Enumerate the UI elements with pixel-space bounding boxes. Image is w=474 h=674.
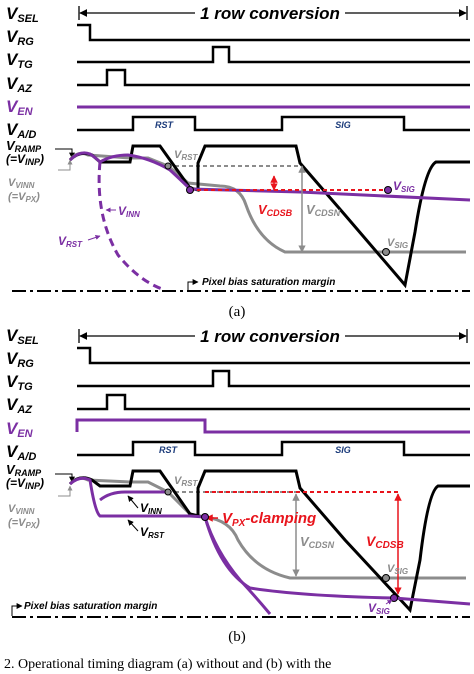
waveform-vrg-b [77,346,470,365]
label-vrg: VRG [6,27,34,48]
curve-vinn-purple [68,151,471,202]
waveform-vad [77,115,470,132]
label-vsig-gray-a: VSIG [387,237,408,250]
label-vvinn: VVINN [8,177,35,190]
label-vramp: VRAMP [6,138,42,154]
waveform-vtg-b [77,369,470,388]
label-vad-b: VA/D [6,442,36,463]
vinn-pointer-a [58,159,73,171]
saturation-margin-label-a: Pixel bias saturation margin [202,277,335,288]
ramp-pointer [55,148,75,159]
waveform-vsel [77,23,470,42]
sig-box-label: SIG [335,120,351,130]
curve-vinn-upper-b [99,490,165,502]
marker-vsig-gray-a [382,248,390,256]
ramp-pointer-b [55,473,75,483]
waveform-vad-b [77,440,470,457]
waveform-vtg [77,45,470,64]
marker-vrst-gray-b [164,488,172,496]
caption-b: (b) [228,629,246,645]
vinn-pointer-label-b [127,495,139,509]
saturation-margin-pointer-b [11,603,23,616]
label-vad: VA/D [6,120,36,141]
vrst-purple-pointer-a [87,235,101,241]
marker-vsig-gray-b [382,574,390,582]
label-vsig-purple-a: VSIG [393,179,415,194]
label-vsig-gray-b: VSIG [387,563,408,576]
waveform-vaz-b [77,393,470,411]
vinn-pointer-b [58,485,73,497]
label-vcdsn-b: VCDSN [300,534,335,550]
row-conversion-text-b: 1 row conversion [200,327,340,346]
marker-vrst-a [186,186,194,194]
label-vrg-b: VRG [6,349,34,370]
label-vrst-b: VRST [140,525,165,540]
label-ven: VEN [6,97,34,118]
caption-a: (a) [229,304,246,320]
label-vtg: VTG [6,50,33,71]
saturation-margin-pointer-a [187,279,199,290]
label-vsel: VSEL [6,4,39,25]
panel-a: VSEL VRG VTG VAZ VEN VA/D 1 row conversi… [6,4,471,320]
marker-vrst-gray-a [164,162,172,170]
label-vrst-gray-b: VRST [174,475,198,488]
row-conversion-bg-b [195,327,345,345]
label-vpx-clamping: VPX-clamping [222,510,316,529]
rst-box-label: RST [155,120,175,130]
label-vsig-purple-b: VSIG [368,601,390,616]
label-ven-b: VEN [6,419,34,440]
row-conversion-text: 1 row conversion [200,4,340,23]
label-vaz-b: VAZ [6,395,33,416]
curve-vpx-gray [68,151,466,254]
vsig-purple-pointer-b [385,599,393,605]
label-vramp-b: VRAMP [6,462,42,478]
label-vcdsb-b: VCDSB [366,533,404,551]
marker-vsig-a [384,186,392,194]
panel-b: VSEL VRG VTG VAZ VEN VA/D 1 row conversi… [6,326,471,645]
waveform-vaz [77,68,470,87]
row-conversion-bg [195,4,345,22]
rst-box-label-b: RST [159,445,179,455]
curve-vsig-purple-b [203,516,471,606]
label-vcdsb: VCDSB [258,202,293,218]
label-vaz: VAZ [6,74,33,95]
label-vrst-purple-a: VRST [58,234,83,249]
label-vsel-b: VSEL [6,326,39,347]
figure-caption-fragment: 2. Operational timing diagram (a) withou… [4,657,331,672]
waveform-ven-b [75,418,470,434]
label-vvinn-b: VVINN [8,503,35,516]
marker-vrst-b [201,513,209,521]
label-vrst-gray-a: VRST [174,149,198,162]
label-vtg-b: VTG [6,372,33,393]
label-vcdsn: VCDSN [306,202,341,218]
curve-vrst-dashed [97,161,166,292]
saturation-margin-label-b: Pixel bias saturation margin [24,601,157,612]
vrst-pointer-label-b [127,519,139,532]
label-vinn-b: VINN [140,501,162,516]
label-vinp: (=VINP) [6,152,44,167]
label-vinn-purple-a: VINN [118,204,140,219]
curve-vinn-purple-b [68,476,206,519]
label-vinp-b: (=VINP) [6,476,44,491]
sig-box-label-b: SIG [335,445,351,455]
label-vpx: (=VPX) [8,191,40,204]
label-vpx-b: (=VPX) [8,517,40,530]
